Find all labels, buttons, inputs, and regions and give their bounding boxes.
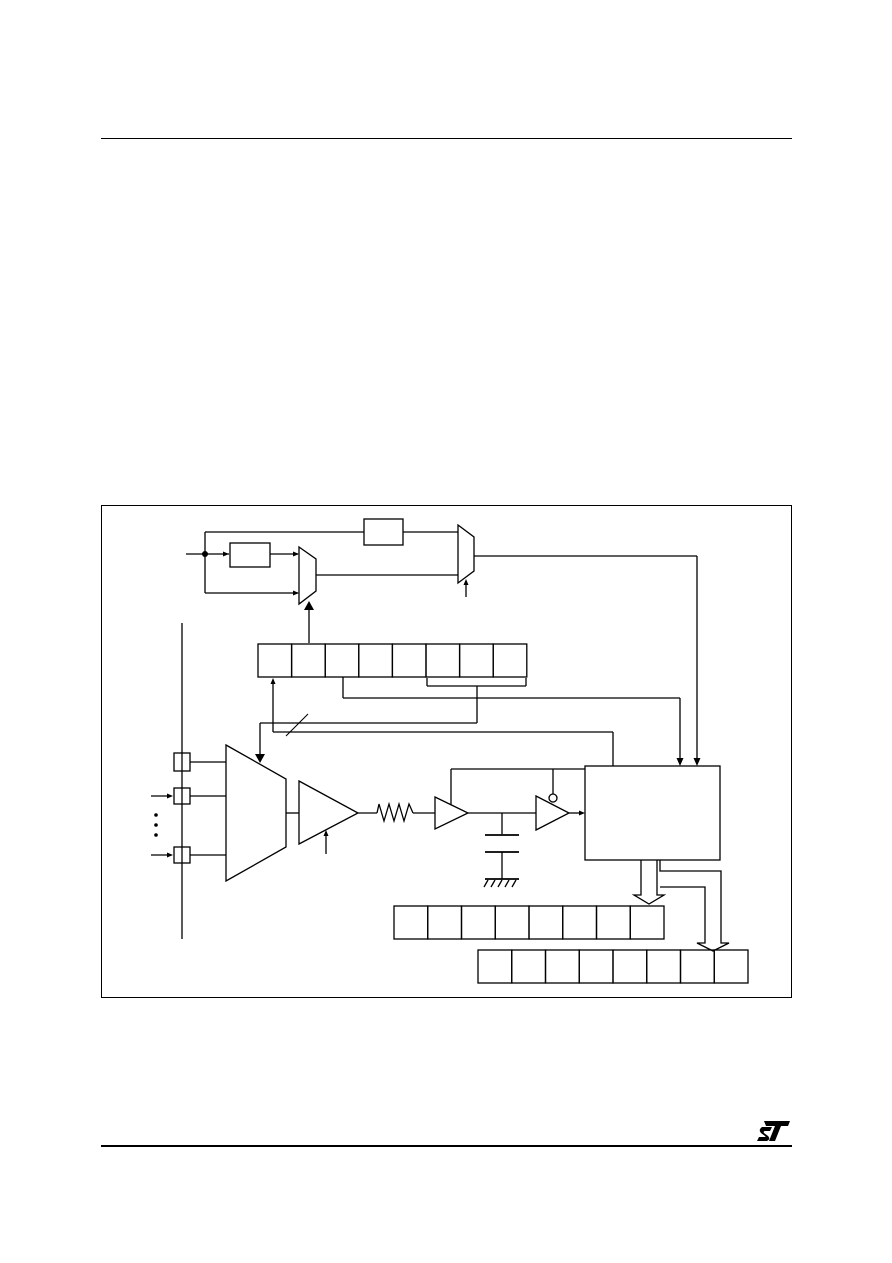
prescaler-box [363, 518, 404, 546]
data-register-high-bit-1 [595, 905, 631, 940]
diagram-canvas [151, 518, 749, 984]
control-register-bit-4 [358, 643, 394, 678]
data-bus-arrows [631, 860, 730, 952]
data-register-high-bit-7 [393, 905, 429, 940]
data-register-low [477, 949, 749, 984]
bus-arrow-high [631, 860, 667, 905]
clock-section [186, 518, 701, 766]
clock-divider-box [229, 542, 271, 568]
control-register-bit-6 [290, 643, 326, 678]
bus-arrow-low [659, 860, 730, 952]
multiplexer-icon [298, 545, 317, 606]
data-register-low-bit-4 [578, 949, 614, 984]
amplifier-icon [298, 779, 360, 846]
inverter-icon [535, 794, 571, 832]
control-register-bit-5 [324, 643, 360, 678]
footer-rule [101, 1145, 792, 1147]
data-register-low-bit-1 [679, 949, 715, 984]
data-register-low-bit-0 [713, 949, 749, 984]
control-register-bit-7 [257, 643, 293, 678]
data-register-low-bit-2 [646, 949, 682, 984]
inverter-bubble [548, 793, 558, 803]
data-register-high-bit-3 [528, 905, 564, 940]
control-logic-block [584, 765, 721, 861]
data-register-low-bit-7 [477, 949, 513, 984]
analog-input-section [151, 623, 585, 939]
ground-icon [483, 878, 519, 888]
control-register-bit-3 [391, 643, 427, 678]
resistor-icon [376, 801, 414, 824]
control-register-bit-1 [458, 643, 494, 678]
data-register-low-bit-6 [511, 949, 547, 984]
multiplexer-icon [225, 743, 287, 883]
multiplexer-icon [457, 523, 475, 585]
data-register-low-bit-3 [612, 949, 648, 984]
data-register-high-bit-6 [427, 905, 463, 940]
data-register-low-bit-5 [544, 949, 580, 984]
data-register-high-bit-0 [629, 905, 665, 940]
control-register [257, 643, 528, 678]
adc-block-diagram [101, 505, 792, 998]
data-register-high [393, 905, 665, 940]
data-register-high-bit-5 [460, 905, 496, 940]
st-logo [757, 1121, 790, 1141]
data-register-high-bit-4 [494, 905, 530, 940]
control-register-bit-2 [425, 643, 461, 678]
data-register-high-bit-2 [562, 905, 598, 940]
header-rule [101, 138, 792, 139]
control-register-bit-0 [492, 643, 528, 678]
